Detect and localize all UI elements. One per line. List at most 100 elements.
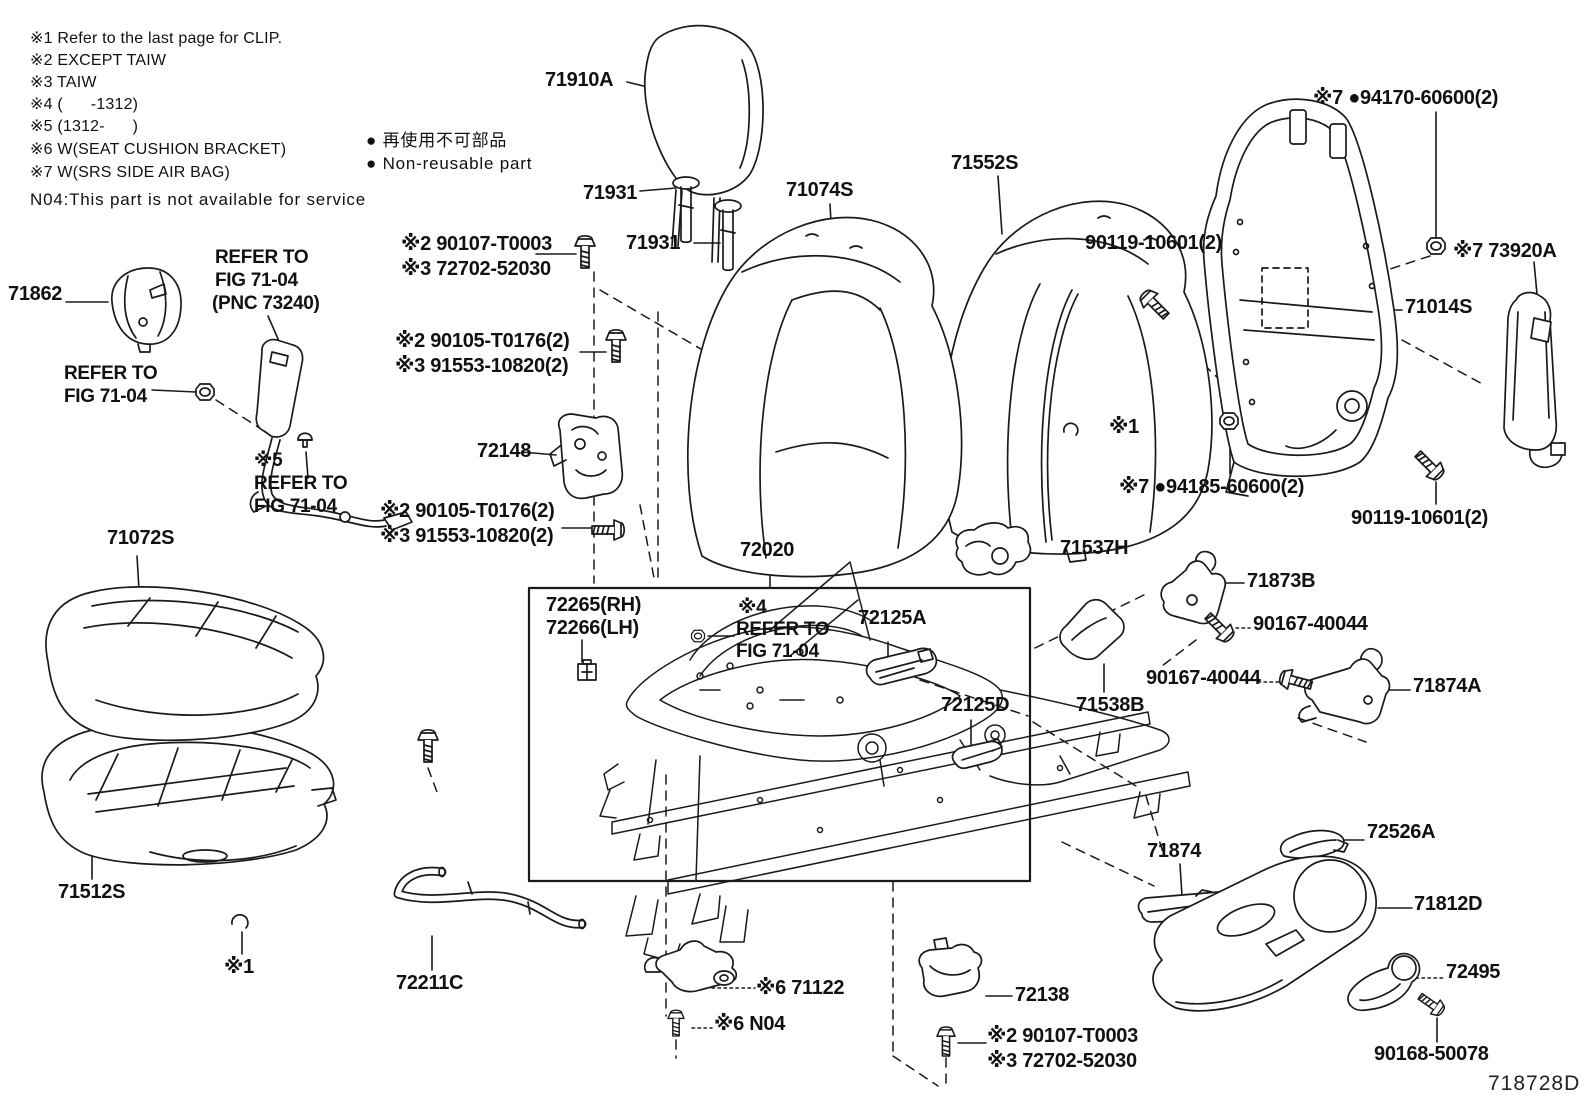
clip-icon	[297, 432, 313, 448]
legend-note-2: ※2 EXCEPT TAIW	[30, 52, 167, 69]
label-72495: 72495	[1446, 961, 1501, 983]
label-71074S: 71074S	[786, 179, 854, 201]
bracket-71122-drawing	[643, 940, 738, 993]
label-note1-left: ※1	[224, 956, 254, 978]
side-airbag-73920A-drawing	[1503, 291, 1566, 469]
bracket-71874A-drawing	[1298, 647, 1391, 725]
label-71537H: 71537H	[1060, 537, 1129, 559]
label-72702-52030-top-2: ※3 72702-52030	[401, 258, 551, 280]
screw-icon	[1414, 988, 1449, 1020]
label-72266-LH: 72266(LH)	[546, 617, 639, 639]
label-72211C: 72211C	[396, 972, 464, 994]
bolt-icon	[591, 519, 626, 541]
seatback-frame-71014S-drawing	[1202, 98, 1399, 497]
label-refer-fig7104-box-1: REFER TO	[736, 619, 830, 640]
cushion-cover-71072S-drawing	[45, 586, 325, 742]
label-90168-50078: 90168-50078	[1374, 1043, 1489, 1065]
legend-service-note: N04:This part is not available for servi…	[30, 190, 366, 209]
legend-note-4: ※4 ( -1312)	[30, 96, 139, 113]
bolt-icon	[605, 328, 627, 363]
slide-stopper-72125D-drawing	[951, 738, 1003, 770]
label-91553-10820-a2: ※3 91553-10820(2)	[395, 355, 569, 377]
bolt-icon	[1409, 445, 1449, 485]
label-N04: ※6 N04	[714, 1013, 786, 1035]
label-refer-fig7104-pnc-2: FIG 71-04	[215, 270, 298, 291]
shield-71812D-drawing	[1152, 855, 1377, 1012]
recliner-cover-71862-drawing	[111, 267, 182, 353]
bracket-71537H-drawing	[955, 522, 1032, 576]
label-94185-60600: ※7 ●94185-60600(2)	[1119, 476, 1305, 498]
label-90167-40044-a: 90167-40044	[1253, 613, 1368, 635]
label-71552S: 71552S	[951, 152, 1019, 174]
label-90119-10601-bot: 90119-10601(2)	[1351, 507, 1489, 529]
label-71874A: 71874A	[1413, 675, 1482, 697]
part-72020-box	[527, 586, 1032, 883]
label-refer-fig7104-pnc-3: (PNC 73240)	[212, 293, 320, 314]
label-71873B: 71873B	[1247, 570, 1316, 592]
leader-lines	[65, 81, 1538, 1044]
hook-clip-icon	[1062, 422, 1079, 436]
seatback-cover-71074S-drawing	[687, 216, 963, 578]
label-refer-fig7104-left-2: FIG 71-04	[64, 386, 147, 407]
bolt-icon	[417, 728, 439, 763]
handle-72495-drawing	[1347, 952, 1421, 1012]
label-90107-T0003-top-1: ※2 90107-T0003	[401, 233, 552, 255]
grommet-icon	[690, 629, 706, 643]
label-refer-fig7104-mid-1: REFER TO	[254, 473, 348, 494]
bracket-72148-drawing	[549, 413, 624, 500]
label-refer-fig7104-left-1: REFER TO	[64, 363, 158, 384]
label-72526A: 72526A	[1367, 821, 1436, 843]
label-71931-b: 71931	[626, 232, 681, 254]
label-refer-fig7104-pnc-1: REFER TO	[215, 247, 309, 268]
label-73920A: ※7 73920A	[1453, 240, 1557, 262]
legend-note-5: ※5 (1312- )	[30, 118, 139, 135]
label-72125A: 72125A	[858, 607, 927, 629]
seatback-cover-71552S-drawing	[940, 200, 1213, 563]
label-71910A: 71910A	[545, 69, 614, 91]
label-72020: 72020	[740, 539, 795, 561]
label-note1-right: ※1	[1109, 416, 1139, 438]
label-72702-52030-bot-2: ※3 72702-52030	[987, 1050, 1137, 1072]
figure-code: 718728D	[1488, 1072, 1581, 1095]
legend-note-7: ※7 W(SRS SIDE AIR BAG)	[30, 164, 231, 181]
nut-icon	[1426, 237, 1446, 255]
cushion-pad-71512S-drawing	[41, 722, 337, 866]
legend-nonreusable-jp: ● 再使用不可部品	[366, 131, 508, 150]
headrest-71910A-drawing	[643, 24, 764, 263]
label-72265-RH: 72265(RH)	[546, 594, 642, 616]
hook-clip-icon	[231, 913, 249, 929]
label-71072S: 71072S	[107, 527, 175, 549]
slide-stopper-72125A-drawing	[865, 647, 938, 686]
label-94170-60600: ※7 ●94170-60600(2)	[1313, 87, 1499, 109]
fasteners	[195, 234, 1449, 1057]
cap-72526A-drawing	[1279, 829, 1349, 859]
label-note5: ※5	[254, 450, 283, 471]
nut-icon	[1219, 412, 1239, 430]
label-71874: 71874	[1147, 840, 1202, 862]
label-71862: 71862	[8, 283, 63, 305]
bracket-71538B-drawing	[1059, 598, 1125, 661]
label-90119-10601-top: 90119-10601(2)	[1085, 232, 1223, 254]
label-71931-a: 71931	[583, 182, 638, 204]
headrest-support-71931-drawing	[672, 176, 742, 272]
label-72138: 72138	[1015, 984, 1070, 1006]
label-90105-T0176-b1: ※2 90105-T0176(2)	[380, 500, 555, 522]
bracket-72138-drawing	[918, 937, 983, 998]
label-72125D: 72125D	[941, 694, 1010, 716]
label-note4: ※4	[738, 597, 767, 618]
label-71538B: 71538B	[1076, 694, 1145, 716]
nut-icon	[195, 383, 215, 401]
label-72148: 72148	[477, 440, 532, 462]
label-71122: ※6 71122	[756, 977, 845, 999]
bolt-icon	[667, 1009, 685, 1037]
label-90167-40044-b: 90167-40044	[1146, 667, 1261, 689]
seatbelt-buckle-drawing	[249, 338, 413, 531]
label-refer-fig7104-box-2: FIG 71-04	[736, 641, 819, 662]
label-90105-T0176-a1: ※2 90105-T0176(2)	[395, 330, 570, 352]
label-71014S: 71014S	[1405, 296, 1473, 318]
legend-note-6: ※6 W(SEAT CUSHION BRACKET)	[30, 141, 287, 158]
bolt-icon	[936, 1026, 956, 1057]
stabilizer-72211C-drawing	[393, 866, 587, 930]
